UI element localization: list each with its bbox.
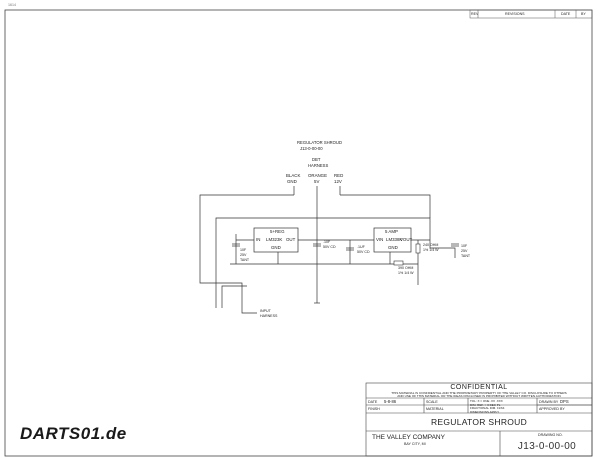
- drawn-by-label: DRAWN BY: [539, 400, 559, 404]
- date-label: DATE: [368, 400, 378, 404]
- date-value: 5-8-86: [384, 399, 397, 404]
- wire-black-color: BLACK: [286, 173, 301, 178]
- finish-label: FINISH: [368, 407, 380, 411]
- wire-black-signal: GND: [287, 179, 297, 184]
- title-block-grid: [365, 382, 593, 457]
- approved-by-label: APPROVED BY: [539, 407, 565, 411]
- cap3-value: .1UF: [357, 245, 365, 249]
- resistor-r2: [393, 260, 404, 266]
- res2-rating: 1% 1/4 W: [398, 271, 414, 275]
- regulator-2-box: [373, 227, 412, 253]
- drawing-title: REGULATOR SHROUD: [430, 417, 528, 427]
- capacitor-c4: [451, 243, 459, 247]
- company-location: BAY CITY, MI: [404, 442, 426, 446]
- input-harness-label-1: INPUT: [260, 309, 271, 313]
- corner-mark: 1614: [8, 3, 16, 7]
- revision-description-label: REVISIONS: [505, 12, 525, 16]
- tolerance-line-2: DIM. REF. = 3 DEC PL: [470, 402, 501, 407]
- cap2-value: .10F: [323, 240, 331, 244]
- harness-label-1: DBT: [312, 157, 321, 162]
- reg1-pin-gnd: GND: [271, 245, 281, 250]
- revision-by-label: BY: [581, 12, 586, 16]
- wiring: [199, 186, 456, 314]
- capacitor-c2: [313, 243, 321, 247]
- cap4-rating: 25V: [461, 249, 468, 253]
- revision-rev-label: REV: [471, 12, 479, 16]
- reg2-pin-in: VIN: [376, 237, 384, 242]
- reg1-pin-out: OUT: [286, 237, 296, 242]
- confidential-notice-2: AND USE OF THIS MATERIAL OR THE IDEAS DI…: [397, 394, 561, 398]
- wire-orange-color: ORANGE: [308, 173, 328, 178]
- revision-date-label: DATE: [561, 12, 571, 16]
- wire-red-color: RED: [334, 173, 344, 178]
- darts01-logo: DARTS01.de: [20, 424, 130, 444]
- capacitor-c3: [346, 247, 354, 251]
- reg2-pin-gnd: GND: [388, 245, 398, 250]
- drawing-number-label: DRAWING NO.: [538, 433, 563, 437]
- reg1-part: LM323K: [266, 237, 283, 242]
- cap1-type: TANT: [240, 258, 250, 262]
- reg2-name: 5 AMP: [385, 229, 398, 234]
- revision-block: [469, 9, 593, 19]
- input-harness-label-2: HARNESS: [260, 314, 278, 318]
- material-label: MATERIAL: [426, 407, 444, 411]
- drawing-number: J13-0-00-00: [517, 441, 577, 452]
- drawn-by-value: DPS: [560, 399, 569, 404]
- res2-value: 390 OHM: [398, 266, 414, 270]
- reg2-pin-out: VOUT: [400, 237, 413, 242]
- capacitor-c1: [232, 243, 240, 247]
- regulator-1-box: [253, 227, 299, 253]
- tolerance-line-4: DIMENSIONS APPLY: [470, 409, 500, 414]
- tolerance-line-1: TOL: X = ONE .XX .XXX: [470, 399, 503, 403]
- cap4-type: TANT: [461, 254, 471, 258]
- cap2-rating: 50V CD: [323, 245, 336, 249]
- company-name: THE VALLEY COMPANY: [372, 434, 445, 441]
- reg1-pin-in: IN: [256, 237, 261, 242]
- harness-label-2: HARNESS: [308, 163, 329, 168]
- darts01-logo-text: DARTS01.de: [20, 424, 127, 443]
- res1-value: 240 OHM: [423, 243, 439, 247]
- cap3-rating: 50V CD: [357, 250, 370, 254]
- confidential-notice-1: THIS MATERIAL IS CONFIDENTIAL AND THE PR…: [391, 391, 567, 395]
- scale-label: SCALE: [426, 400, 438, 404]
- reg2-part: LM338K: [386, 237, 403, 242]
- cap1-value: 10F: [240, 248, 247, 252]
- wire-orange-signal: 5V: [314, 179, 320, 184]
- schematic-title: REGULATOR SHROUD: [297, 140, 342, 145]
- resistor-r1: [415, 243, 421, 254]
- schematic-subtitle: J13-0-00-00: [300, 146, 323, 151]
- sheet-border: [4, 9, 593, 457]
- tolerance-line-3: FRACTIONAL DIM. ±1/64: [470, 406, 505, 410]
- wire-red-signal: 12V: [334, 179, 342, 184]
- cap1-rating: 25V: [240, 253, 247, 257]
- reg1-name: 5+REG: [270, 229, 285, 234]
- cap4-value: 10F: [461, 244, 468, 248]
- confidential-heading: CONFIDENTIAL: [450, 384, 508, 391]
- res1-rating: 1% 1/4 W: [423, 248, 439, 252]
